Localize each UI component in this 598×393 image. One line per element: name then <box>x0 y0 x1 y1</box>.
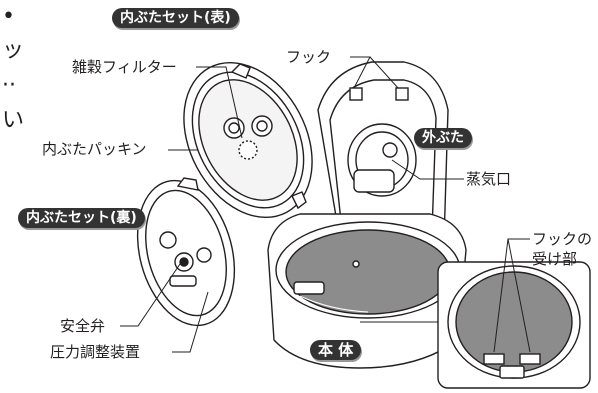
label-hook-receiver-line1: フックの <box>532 230 593 248</box>
badge-inner-lid-back: 内ぶたセット(裏) <box>18 208 145 228</box>
left-text-fragment-3: ·· <box>2 73 16 98</box>
badge-outer-lid: 外ぶた <box>414 128 472 148</box>
label-hook-receiver-line2: 受け部 <box>532 250 578 268</box>
leader-safety-valve <box>120 263 181 327</box>
label-inner-lid-packing: 内ぶたパッキン <box>42 140 147 158</box>
leader-grain-filter <box>196 66 243 139</box>
label-pressure-regulator: 圧力調整装置 <box>50 343 141 361</box>
label-hook: フック <box>286 48 332 66</box>
inner-lid-back-illustration <box>136 177 236 327</box>
label-safety-valve: 安全弁 <box>60 317 106 335</box>
leader-pressure-regulator <box>172 291 209 353</box>
hook-receiver-zoom-inset <box>437 261 591 389</box>
left-text-fragment-2: ッ <box>2 38 25 63</box>
left-text-fragment-4: い <box>2 108 25 133</box>
label-steam-port: 蒸気口 <box>466 170 512 188</box>
label-grain-filter: 雑穀フィルター <box>72 58 177 76</box>
badge-inner-lid-front: 内ぶたセット(表) <box>112 8 239 28</box>
leader-steam-port <box>391 159 464 180</box>
leader-hook-receiver <box>493 238 531 353</box>
badge-main-body: 本 体 <box>310 340 362 360</box>
inner-lid-front-illustration <box>183 61 313 219</box>
leader-hook <box>350 56 399 89</box>
outer-lid-illustration <box>317 61 449 247</box>
main-body-illustration <box>267 213 467 369</box>
left-text-fragment-1: • <box>2 4 15 29</box>
